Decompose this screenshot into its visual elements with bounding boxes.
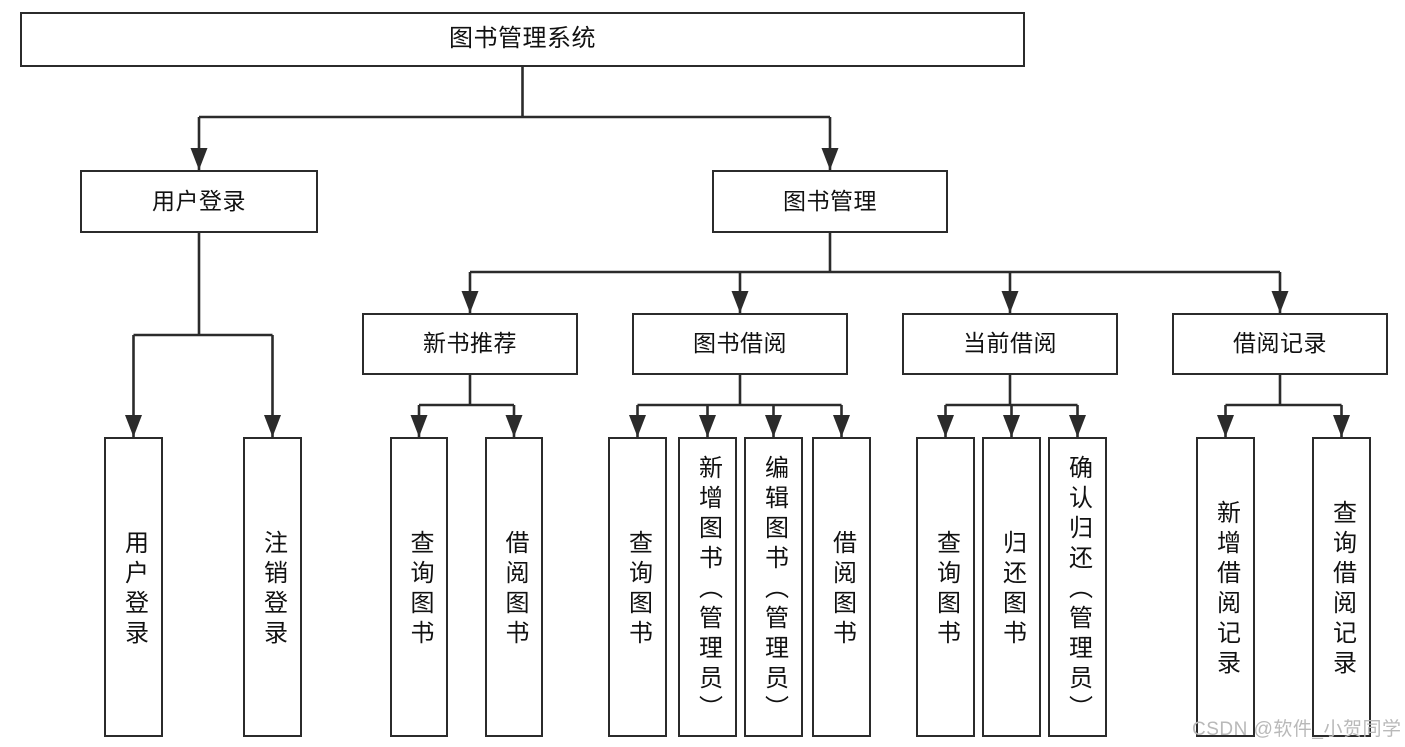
node-label: 当前借阅 bbox=[963, 330, 1057, 357]
node-label: 新书推荐 bbox=[423, 330, 517, 357]
node-label: 查询图书 bbox=[932, 530, 960, 650]
node-label: 查询借阅记录 bbox=[1328, 500, 1356, 680]
node-leaf-borrow-2[interactable]: 借阅图书 bbox=[812, 437, 871, 737]
node-leaf-query-2[interactable]: 查询图书 bbox=[608, 437, 667, 737]
node-label: 图书管理 bbox=[783, 187, 877, 214]
node-leaf-query-1[interactable]: 查询图书 bbox=[390, 437, 448, 737]
node-leaf-confirm[interactable]: 确认归还（管理员） bbox=[1048, 437, 1107, 737]
node-label: 借阅记录 bbox=[1233, 330, 1327, 357]
node-label: 注销登录 bbox=[259, 530, 287, 650]
node-label: 图书借阅 bbox=[693, 330, 787, 357]
node-label: 确认归还（管理员） bbox=[1064, 455, 1092, 725]
node-current-borrow[interactable]: 当前借阅 bbox=[902, 313, 1118, 375]
node-user-login[interactable]: 用户登录 bbox=[80, 170, 318, 233]
node-root[interactable]: 图书管理系统 bbox=[20, 12, 1025, 67]
watermark-label: CSDN @软件_小贺同学 bbox=[1192, 719, 1402, 740]
node-leaf-return[interactable]: 归还图书 bbox=[982, 437, 1041, 737]
node-label: 借阅图书 bbox=[828, 530, 856, 650]
node-label: 新增图书（管理员） bbox=[694, 455, 722, 725]
node-leaf-query-rec[interactable]: 查询借阅记录 bbox=[1312, 437, 1371, 737]
node-label: 用户登录 bbox=[152, 187, 246, 214]
node-leaf-add-rec[interactable]: 新增借阅记录 bbox=[1196, 437, 1255, 737]
node-new-book-rec[interactable]: 新书推荐 bbox=[362, 313, 578, 375]
node-label: 用户登录 bbox=[120, 530, 148, 650]
node-label: 图书管理系统 bbox=[449, 25, 596, 53]
node-leaf-query-3[interactable]: 查询图书 bbox=[916, 437, 975, 737]
node-label: 查询图书 bbox=[624, 530, 652, 650]
node-label: 借阅图书 bbox=[501, 530, 528, 650]
node-book-borrow[interactable]: 图书借阅 bbox=[632, 313, 848, 375]
node-label: 查询图书 bbox=[406, 530, 433, 650]
node-borrow-record[interactable]: 借阅记录 bbox=[1172, 313, 1388, 375]
node-leaf-edit-book[interactable]: 编辑图书（管理员） bbox=[744, 437, 803, 737]
node-label: 编辑图书（管理员） bbox=[760, 455, 788, 725]
node-leaf-user-login[interactable]: 用户登录 bbox=[104, 437, 163, 737]
node-leaf-logout[interactable]: 注销登录 bbox=[243, 437, 302, 737]
node-leaf-borrow-1[interactable]: 借阅图书 bbox=[485, 437, 543, 737]
node-label: 归还图书 bbox=[998, 530, 1026, 650]
node-book-manage[interactable]: 图书管理 bbox=[712, 170, 948, 233]
node-leaf-add-book[interactable]: 新增图书（管理员） bbox=[678, 437, 737, 737]
node-label: 新增借阅记录 bbox=[1212, 500, 1240, 680]
